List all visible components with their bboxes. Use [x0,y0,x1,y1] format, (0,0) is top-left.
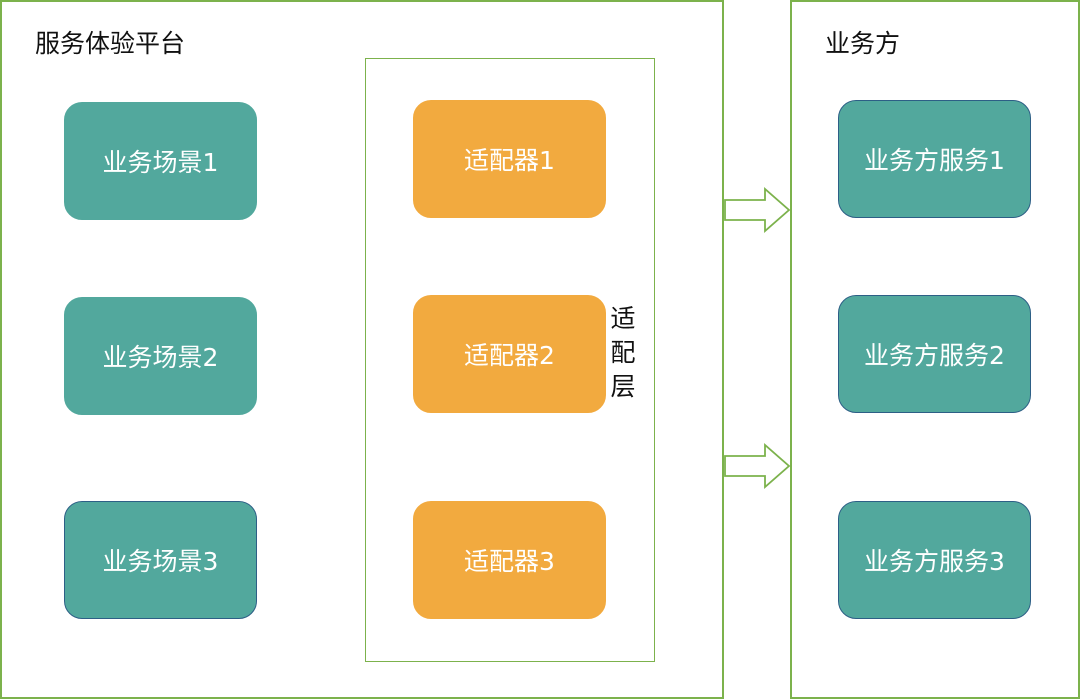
right-arrow-icon [724,443,791,489]
adapter-box-3: 适配器3 [413,501,606,619]
business-scene-box-1: 业务场景1 [64,102,257,220]
business-service-box-1: 业务方服务1 [838,100,1031,218]
business-service-box-3: 业务方服务3 [838,501,1031,619]
business-scene-box-3: 业务场景3 [64,501,257,619]
business-party-title: 业务方 [825,29,901,58]
adapter-box-2: 适配器2 [413,295,606,413]
adapter-box-1: 适配器1 [413,100,606,218]
right-arrow-icon [724,187,791,233]
platform-title: 服务体验平台 [35,29,186,58]
business-scene-box-2: 业务场景2 [64,297,257,415]
business-service-box-2: 业务方服务2 [838,295,1031,413]
adapter-layer-label: 适配层 [610,304,636,401]
